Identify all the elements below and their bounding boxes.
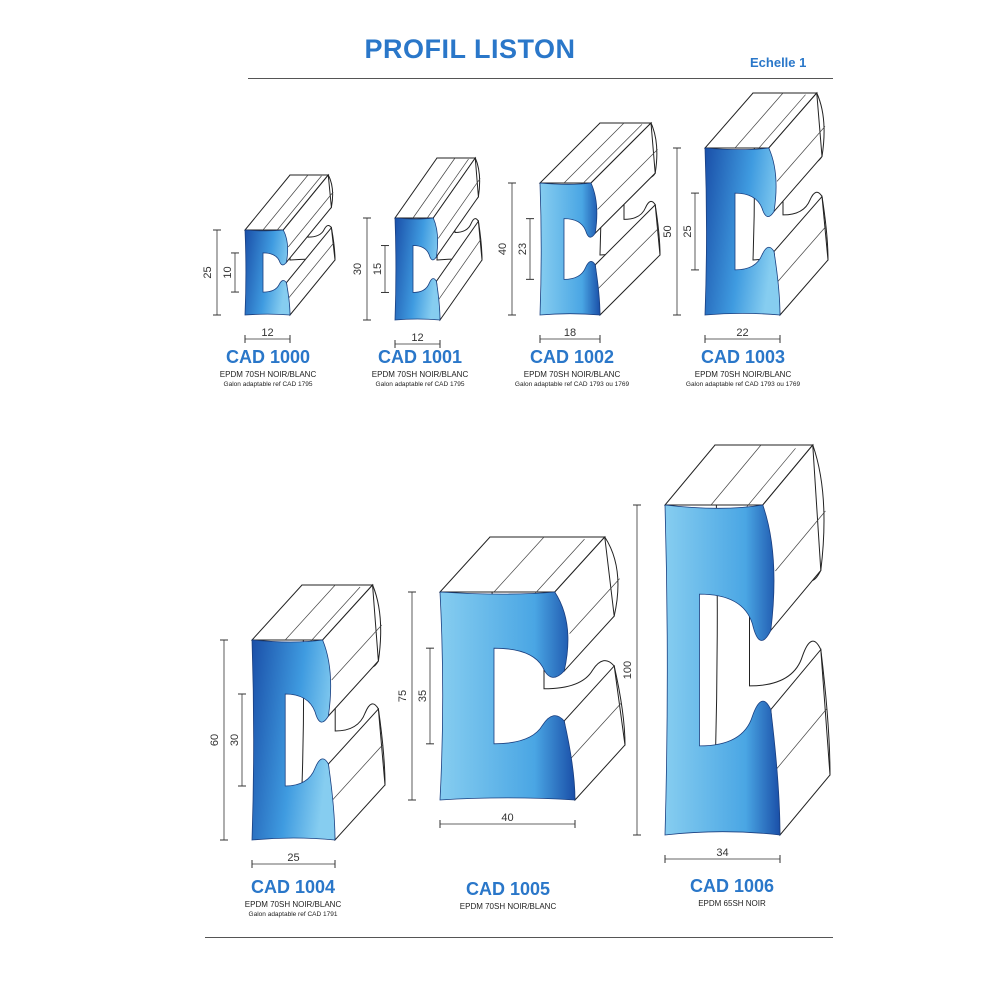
profile-name: CAD 1004 — [250, 877, 336, 897]
profile-drawing — [250, 583, 386, 842]
profile-cross-section — [704, 147, 781, 316]
header-divider — [248, 78, 833, 79]
dimension-lines: 30 15 12 — [352, 217, 441, 348]
profile-material: EPDM 70SH NOIR/BLANC — [459, 902, 557, 911]
profile-name: CAD 1003 — [700, 347, 786, 367]
profile-cross-section — [439, 591, 576, 801]
inner-dimension: 25 — [682, 225, 694, 237]
profile-material: EPDM 70SH NOIR/BLANC — [244, 900, 342, 909]
profile-label: CAD 1001 EPDM 70SH NOIR/BLANC Galon adapt… — [320, 347, 520, 389]
dimension-lines: 100 34 — [622, 504, 781, 863]
profile-drawing — [394, 156, 483, 322]
profile-material: EPDM 70SH NOIR/BLANC — [219, 370, 317, 379]
profile-material: EPDM 70SH NOIR/BLANC — [523, 370, 621, 379]
inner-dimension: 23 — [517, 243, 529, 255]
profile-note: Galon adaptable ref CAD 1795 — [375, 381, 465, 388]
profile-drawing — [703, 91, 829, 317]
profile-material: EPDM 70SH NOIR/BLANC — [694, 370, 792, 379]
inner-dimension: 10 — [222, 266, 234, 278]
profile-material: EPDM 65SH NOIR — [698, 899, 766, 908]
width-dimension: 18 — [564, 327, 576, 339]
profile-note: Galon adaptable ref CAD 1793 ou 1769 — [514, 381, 630, 388]
profile-drawing — [663, 443, 831, 837]
dimension-lines: 75 35 40 — [397, 591, 576, 828]
profile-drawing — [538, 121, 661, 317]
profile-name: CAD 1000 — [225, 347, 311, 367]
height-dimension: 25 — [202, 266, 214, 278]
inner-dimension: 15 — [372, 263, 384, 275]
profile-cross-section — [539, 182, 601, 316]
footer-divider — [205, 937, 833, 938]
profile-note: Galon adaptable ref CAD 1795 — [223, 381, 313, 388]
height-dimension: 100 — [622, 661, 634, 679]
profile-drawing — [243, 173, 336, 317]
dimension-lines: 50 25 22 — [662, 147, 781, 343]
profile-name: CAD 1006 — [689, 876, 775, 896]
profile-cross-section — [664, 504, 781, 836]
width-dimension: 12 — [261, 327, 273, 339]
scale-label: Echelle 1 — [750, 55, 807, 70]
height-dimension: 30 — [352, 263, 364, 275]
height-dimension: 50 — [662, 225, 674, 237]
height-dimension: 60 — [209, 734, 221, 746]
profile-material: EPDM 70SH NOIR/BLANC — [371, 370, 469, 379]
profile-cross-section — [244, 229, 291, 316]
height-dimension: 75 — [397, 690, 409, 702]
profile-label: CAD 1002 EPDM 70SH NOIR/BLANC Galon adapt… — [472, 347, 672, 389]
profile-label: CAD 1003 EPDM 70SH NOIR/BLANC Galon adapt… — [643, 347, 843, 389]
profile-name: CAD 1001 — [377, 347, 463, 367]
profile-label: CAD 1005 EPDM 70SH NOIR/BLANC — [408, 879, 608, 912]
width-dimension: 22 — [736, 327, 748, 339]
dimension-lines: 25 10 12 — [202, 229, 291, 343]
profile-label: CAD 1000 EPDM 70SH NOIR/BLANC Galon adapt… — [168, 347, 368, 389]
profile-label: CAD 1006 EPDM 65SH NOIR — [632, 876, 832, 909]
width-dimension: 12 — [411, 332, 423, 344]
inner-dimension: 35 — [417, 690, 429, 702]
profile-name: CAD 1005 — [465, 879, 551, 899]
profile-cross-section — [394, 217, 441, 321]
height-dimension: 40 — [497, 243, 509, 255]
profile-cross-section — [251, 639, 336, 841]
page-title: PROFIL LISTON — [364, 34, 576, 64]
width-dimension: 25 — [287, 852, 299, 864]
profile-note: Galon adaptable ref CAD 1791 — [248, 911, 338, 918]
dimension-lines: 40 23 18 — [497, 182, 601, 343]
width-dimension: 34 — [716, 847, 728, 859]
profile-label: CAD 1004 EPDM 70SH NOIR/BLANC Galon adapt… — [193, 877, 393, 919]
profile-name: CAD 1002 — [529, 347, 615, 367]
inner-dimension: 30 — [229, 734, 241, 746]
profile-note: Galon adaptable ref CAD 1793 ou 1769 — [685, 381, 801, 388]
dimension-lines: 60 30 25 — [209, 639, 336, 868]
width-dimension: 40 — [501, 812, 513, 824]
profile-drawing — [438, 535, 626, 802]
